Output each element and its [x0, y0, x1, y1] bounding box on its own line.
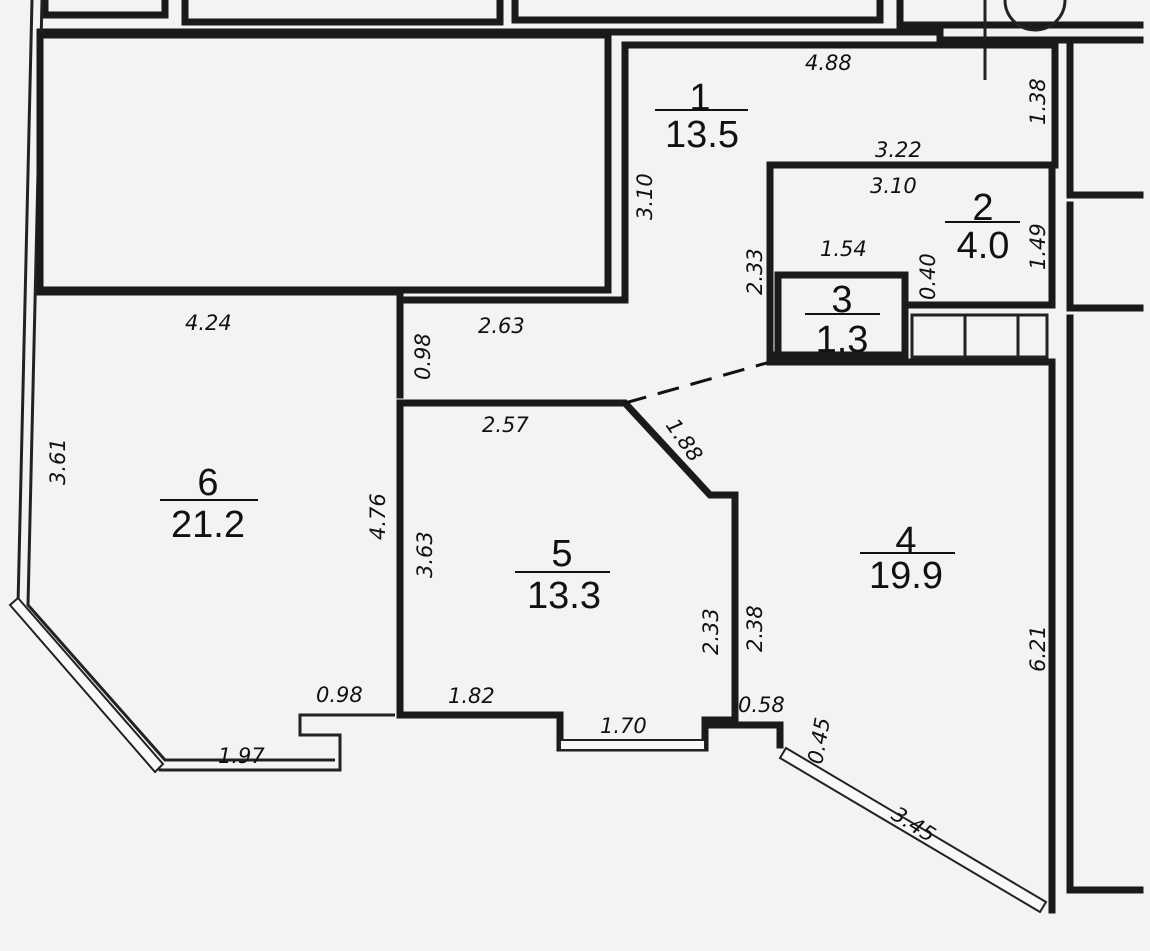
room-5-window — [559, 739, 706, 751]
room-2-area: 4.0 — [957, 225, 1010, 267]
dim-r6-right: 4.76 — [366, 493, 390, 540]
right-strip-walls — [1066, 41, 1144, 894]
dim-corridor-top: 2.63 — [478, 314, 525, 338]
room-2-label: 2 4.0 — [945, 187, 1020, 267]
dim-r5-window: 1.70 — [600, 714, 647, 738]
room-1-number: 1 — [689, 77, 710, 119]
dim-corridor-left: 0.98 — [411, 333, 435, 380]
dim-r5-top: 2.57 — [482, 413, 529, 437]
dim-r3-right: 0.40 — [916, 253, 940, 300]
room-2-number: 2 — [972, 187, 993, 229]
room-6-label: 6 21.2 — [160, 462, 258, 546]
room-4-opening — [624, 360, 771, 405]
dim-r1-left: 3.10 — [633, 173, 657, 220]
upper-left-room-walls — [36, 31, 612, 294]
dim-r6-left: 3.61 — [46, 438, 70, 485]
room-3-walls — [774, 271, 909, 359]
room-5-label: 5 13.3 — [515, 533, 610, 617]
dim-r1-top: 4.88 — [805, 51, 852, 75]
room-5-number: 5 — [551, 533, 572, 575]
room-4-number: 4 — [895, 520, 916, 562]
dim-r3-top: 1.54 — [820, 237, 867, 261]
room-4-area: 19.9 — [869, 555, 943, 597]
dim-r5-right: 2.33 — [699, 608, 723, 655]
room-5-area: 13.3 — [527, 575, 601, 617]
room-4-walls — [701, 358, 1056, 914]
dimension-labels: 4.88 1.38 3.10 3.22 3.10 1.49 2.33 1.54 … — [46, 51, 1050, 847]
dim-r4-stub: 0.58 — [738, 693, 785, 717]
room-4-window — [778, 746, 1048, 914]
room-1-walls — [36, 41, 1059, 399]
room-3-label: 3 1.3 — [805, 279, 880, 361]
dim-r2-top: 3.10 — [870, 174, 917, 198]
dim-r2-right: 1.49 — [1026, 223, 1050, 270]
dim-r5-bottom: 1.82 — [448, 684, 495, 708]
dim-r1-right: 1.38 — [1026, 78, 1050, 125]
dim-r4-left: 2.38 — [743, 605, 767, 652]
dim-r4-right: 6.21 — [1026, 625, 1050, 672]
bathroom-fixtures — [910, 313, 1049, 359]
dim-r5-diag: 1.88 — [661, 414, 707, 466]
dim-r2-left: 2.33 — [743, 248, 767, 295]
left-exterior-wall — [8, 0, 395, 774]
dim-r4-diag-short: 0.45 — [803, 716, 835, 766]
dim-r6-bottom: 0.98 — [316, 683, 363, 707]
dim-r5-left: 3.63 — [413, 531, 437, 578]
room-1-label: 1 13.5 — [655, 77, 748, 156]
room-5-walls — [396, 399, 739, 752]
room-6-area: 21.2 — [171, 504, 245, 546]
room-3-number: 3 — [831, 279, 852, 321]
room-3-area: 1.3 — [816, 319, 869, 361]
dim-r2-top-outer: 3.22 — [875, 138, 922, 162]
room-1-area: 13.5 — [665, 114, 739, 156]
dim-r6-window: 1.97 — [218, 744, 265, 768]
dim-r6-top: 4.24 — [185, 311, 232, 335]
room-6-number: 6 — [197, 462, 218, 504]
top-strip-walls — [36, 0, 1144, 80]
room-4-label: 4 19.9 — [860, 520, 955, 597]
